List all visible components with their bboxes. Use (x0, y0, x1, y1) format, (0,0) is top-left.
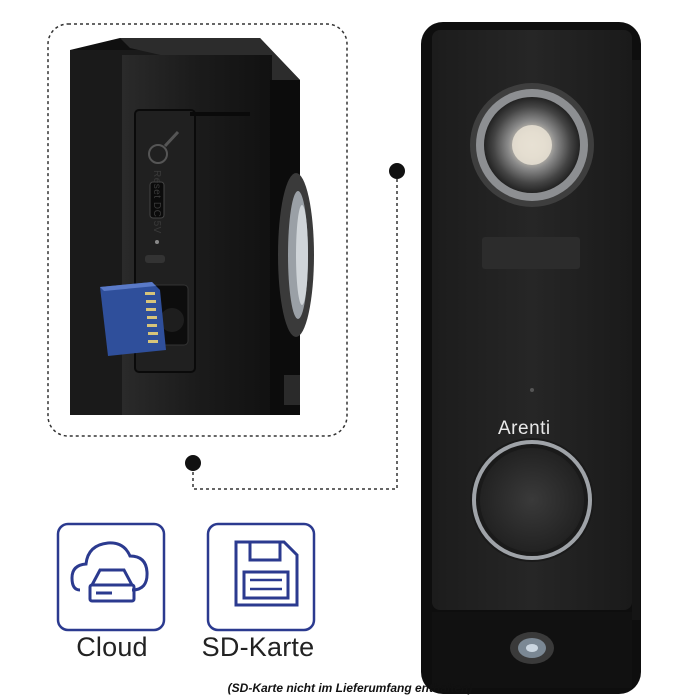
doorbell-front (421, 22, 641, 694)
sd-card-label: SD-Karte (201, 632, 315, 662)
cloud-label: Cloud (76, 632, 148, 662)
brand-logo-text: Arenti (498, 418, 551, 439)
inset-frame (47, 23, 348, 437)
sd-card-icon (206, 522, 316, 632)
port-labels: Reset DC 5V (151, 170, 162, 234)
footnote-caption: (SD-Karte nicht im Lieferumfang enthalte… (227, 681, 473, 695)
cloud-storage-icon (56, 522, 166, 632)
connector-line (192, 179, 398, 490)
doorbell-side-view (70, 38, 314, 415)
sd-card (100, 282, 166, 356)
connector-dot-top (389, 163, 405, 179)
connector-dot-bottom (185, 455, 201, 471)
